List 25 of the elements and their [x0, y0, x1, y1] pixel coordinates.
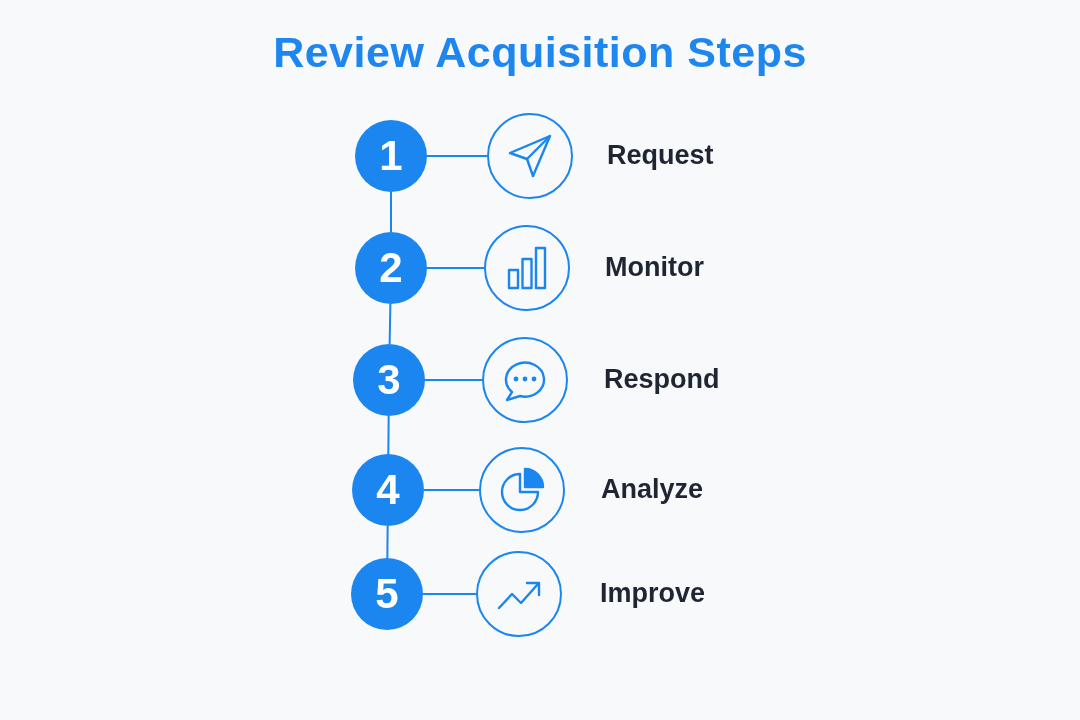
title: Review Acquisition Steps — [273, 28, 807, 76]
connector-line — [423, 489, 480, 491]
icon-circle — [482, 337, 568, 423]
icon-circle — [479, 447, 565, 533]
step-number-badge: 1 — [355, 120, 427, 192]
connector-line — [386, 525, 389, 559]
icon-circle — [484, 225, 570, 311]
step-number-badge: 2 — [355, 232, 427, 304]
connector-line — [426, 155, 488, 157]
step-label: Request — [607, 139, 714, 172]
connector-line — [424, 379, 483, 381]
icon-circle — [487, 113, 573, 199]
connector-line — [422, 593, 477, 595]
step-number-badge: 4 — [352, 454, 424, 526]
step-number-badge: 5 — [351, 558, 423, 630]
step-label: Improve — [600, 577, 706, 610]
connector-line — [388, 303, 392, 345]
step-label: Analyze — [601, 473, 704, 506]
icon-circle — [476, 551, 562, 637]
step-label: Respond — [604, 363, 720, 396]
step-label: Monitor — [605, 251, 704, 284]
step-number-badge: 3 — [353, 344, 425, 416]
connector-line — [387, 415, 390, 455]
connector-line — [390, 191, 392, 233]
connector-line — [426, 267, 485, 269]
